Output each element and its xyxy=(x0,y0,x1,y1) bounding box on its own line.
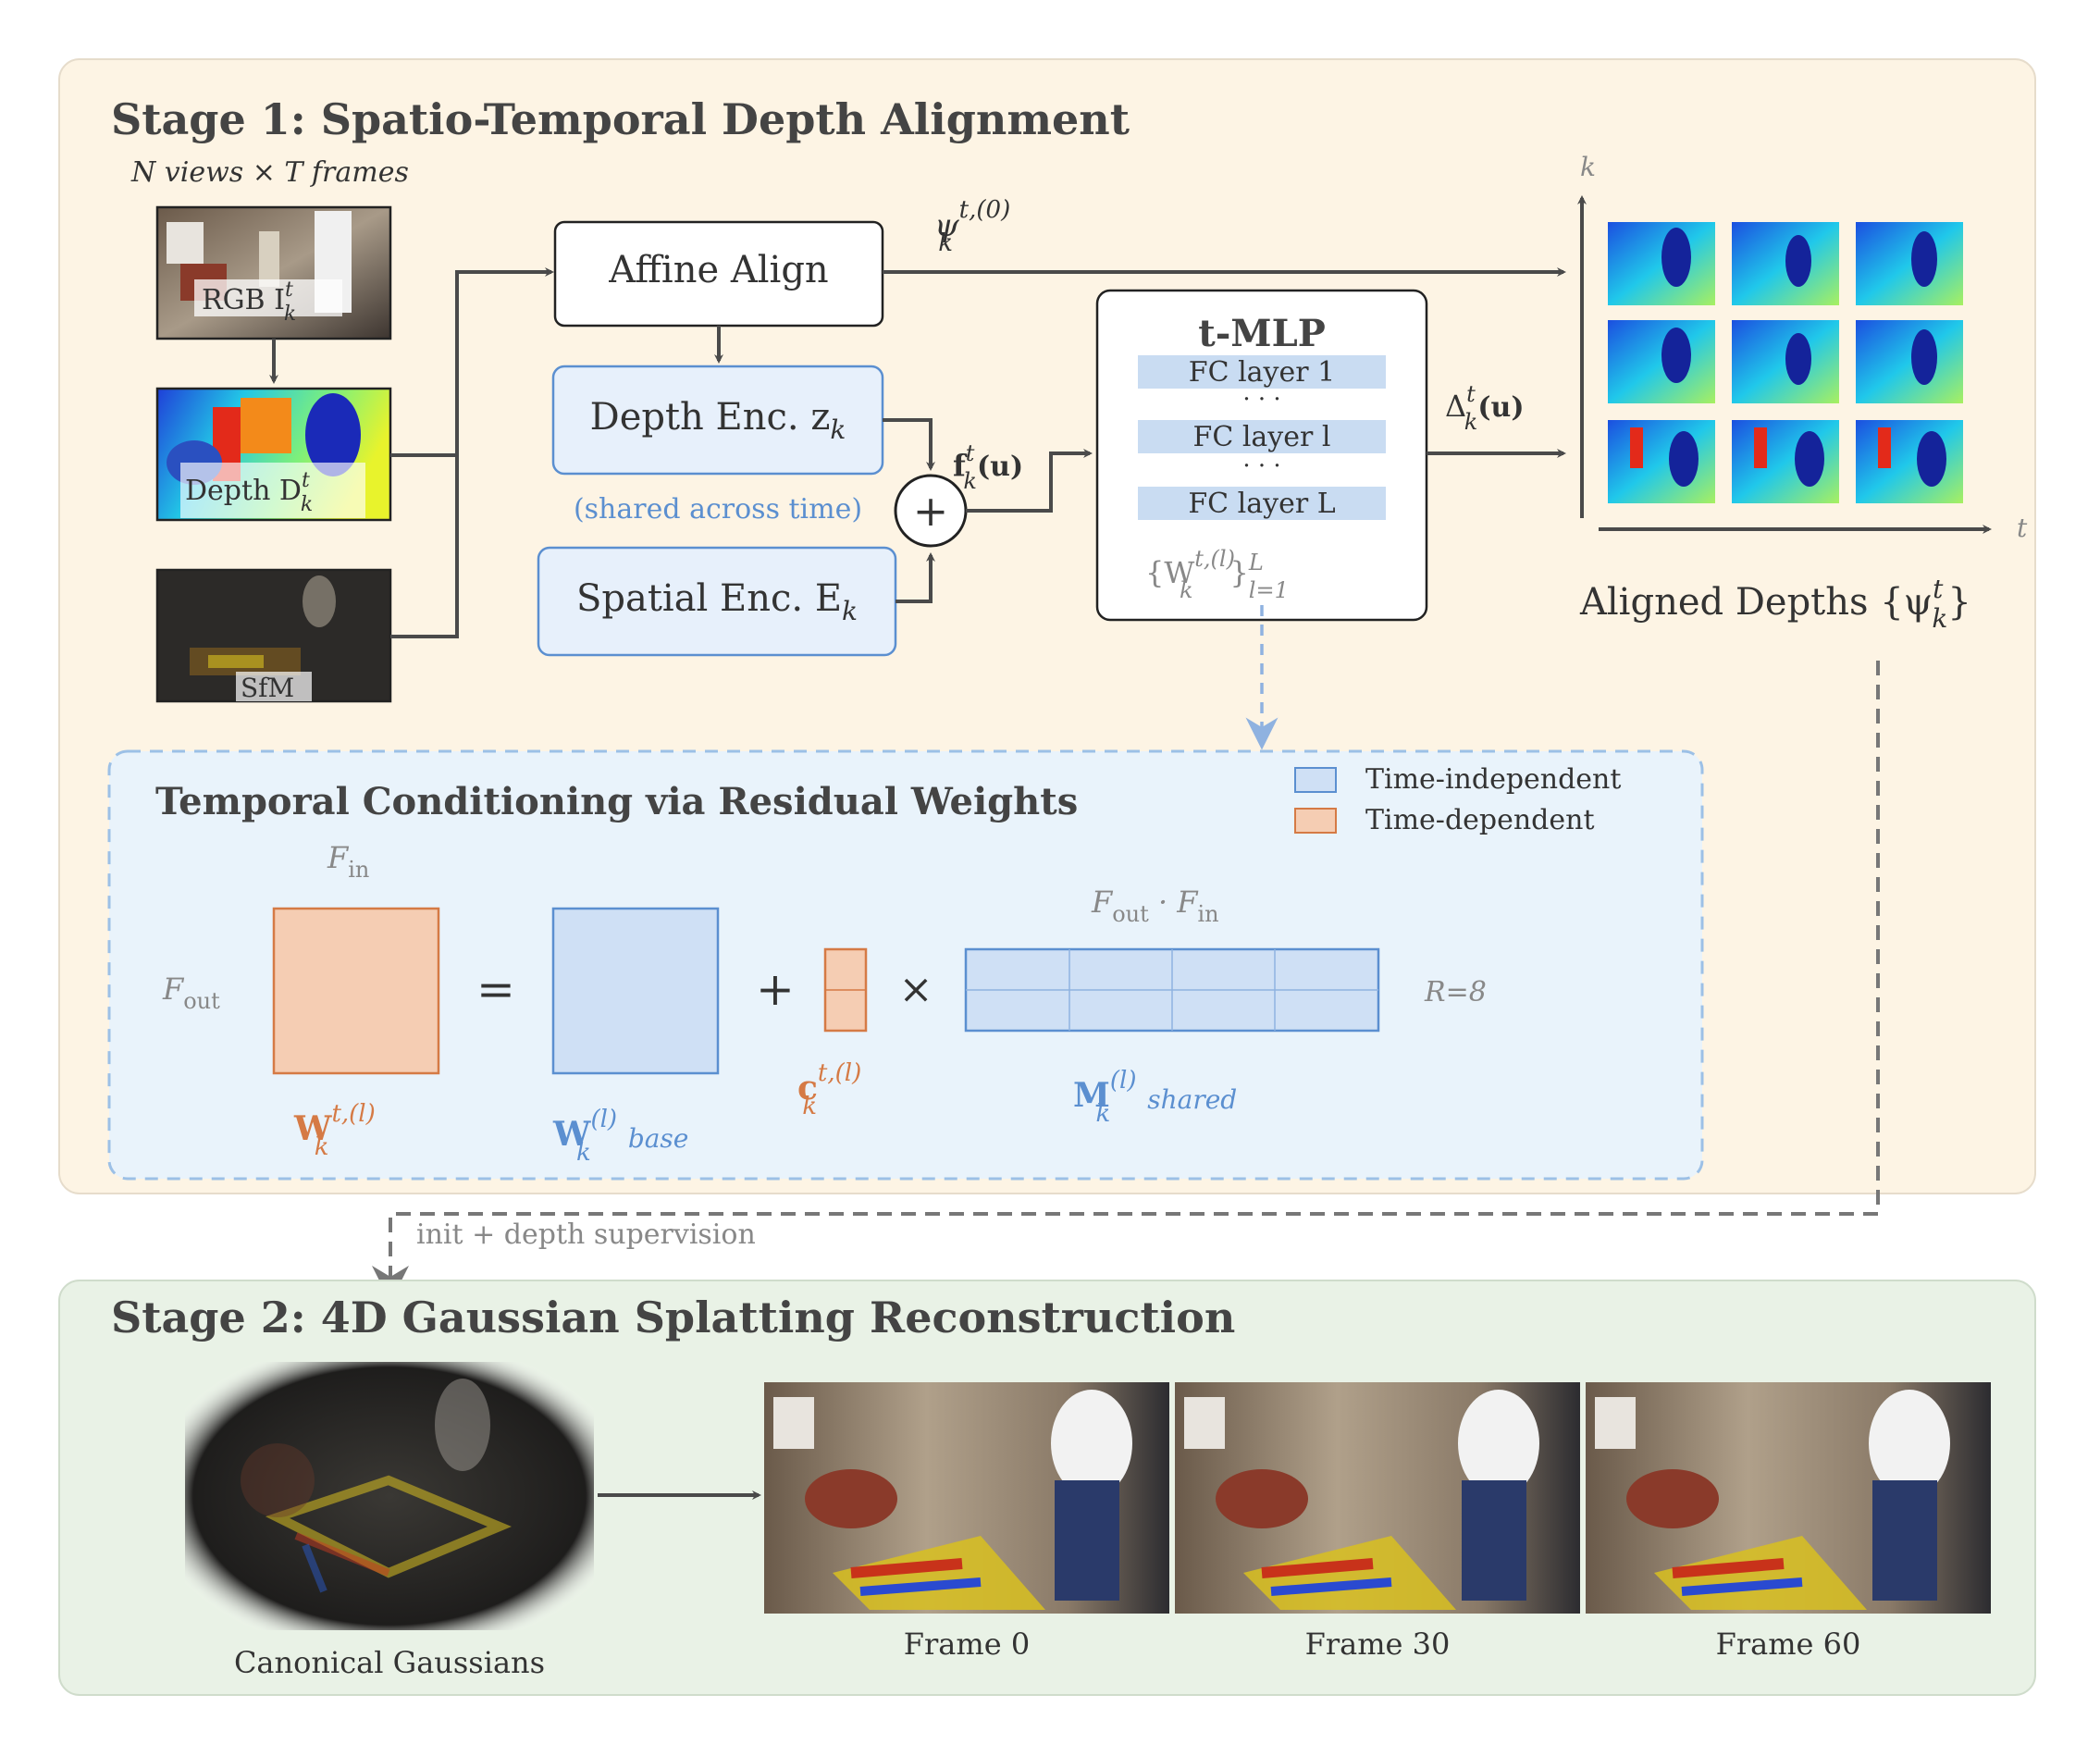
weight-matrix-base xyxy=(551,907,720,1075)
fc-layer-l xyxy=(1138,420,1386,453)
sfm-input-image: SfM xyxy=(155,568,392,703)
svg-text:· · ·: · · · xyxy=(1242,386,1280,414)
w-time-dependent-label: Wt,(l)k xyxy=(293,1100,376,1161)
depth-thumb xyxy=(1732,320,1839,403)
depth-thumb xyxy=(1856,420,1963,503)
depth-thumb xyxy=(1732,420,1839,503)
svg-text:Depth Dtk: Depth Dtk xyxy=(185,469,313,516)
conditioning-panel xyxy=(107,749,1704,1181)
legend-swatch-time-independent xyxy=(1294,767,1337,793)
affine-align-label: Affine Align xyxy=(608,249,828,291)
rendered-frame-30 xyxy=(1175,1382,1580,1614)
legend-label-time-dependent: Time-dependent xyxy=(1365,804,1595,836)
plus-symbol: + xyxy=(913,486,949,536)
legend-swatch-time-dependent xyxy=(1294,808,1337,834)
stage2-title: Stage 2: 4D Gaussian Splatting Reconstru… xyxy=(111,1293,1235,1342)
depth-thumb xyxy=(1856,222,1963,305)
fc-layer-L xyxy=(1138,487,1386,520)
plus-sign: + xyxy=(756,962,795,1016)
canonical-gaussians-label: Canonical Gaussians xyxy=(234,1645,545,1680)
rendered-frame-0 xyxy=(764,1382,1169,1614)
spatial-encoder-label: Spatial Enc. Ek xyxy=(576,577,858,626)
depth-thumb xyxy=(1732,222,1839,305)
axis-t-label: t xyxy=(2017,513,2028,543)
equals-sign: = xyxy=(476,962,515,1016)
t-mlp-title: t-MLP xyxy=(1198,312,1326,355)
depth-thumb xyxy=(1608,320,1715,403)
legend-label-time-independent: Time-independent xyxy=(1365,763,1621,796)
f-out-in-label: Fout · Fin xyxy=(1091,884,1219,927)
weight-matrix-time-dependent xyxy=(272,907,440,1075)
frame-label-60: Frame 60 xyxy=(1716,1626,1861,1662)
rank-label: R=8 xyxy=(1424,976,1487,1008)
rendered-frame-60 xyxy=(1586,1382,1991,1614)
svg-text:FC layer L: FC layer L xyxy=(1188,488,1335,520)
stage1-title: Stage 1: Spatio-Temporal Depth Alignment xyxy=(111,94,1130,144)
times-sign: × xyxy=(899,966,933,1013)
axis-k-label: k xyxy=(1580,152,1596,182)
depth-thumb xyxy=(1608,222,1715,305)
psi-label: ψt,(0)k xyxy=(934,196,1010,257)
conditioning-title: Temporal Conditioning via Residual Weigh… xyxy=(155,780,1078,823)
svg-text:· · ·: · · · xyxy=(1242,452,1280,480)
f-in-label: Fin xyxy=(327,840,369,883)
frame-label-30: Frame 30 xyxy=(1305,1626,1451,1662)
aligned-depth-grid xyxy=(1608,222,1963,503)
c-coefficient-label: ct,(l)k xyxy=(797,1059,861,1120)
f-out-label: Fout xyxy=(162,971,220,1014)
fc-layer-1 xyxy=(1138,355,1386,389)
depth-thumb xyxy=(1608,420,1715,503)
svg-text:SfM: SfM xyxy=(241,673,294,703)
depth-thumb xyxy=(1856,320,1963,403)
canonical-gaussians-image xyxy=(185,1362,594,1630)
inputs-caption: N views × T frames xyxy=(130,156,409,189)
frame-label-0: Frame 0 xyxy=(904,1626,1030,1662)
svg-text:FC layer l: FC layer l xyxy=(1193,421,1331,453)
svg-text:FC layer 1: FC layer 1 xyxy=(1189,356,1335,389)
init-supervision-label: init + depth supervision xyxy=(416,1218,756,1251)
svg-text:RGB Itk: RGB Itk xyxy=(202,278,296,326)
depth-encoder-label: Depth Enc. zk xyxy=(590,396,846,445)
shared-across-time-note: (shared across time) xyxy=(574,493,862,526)
